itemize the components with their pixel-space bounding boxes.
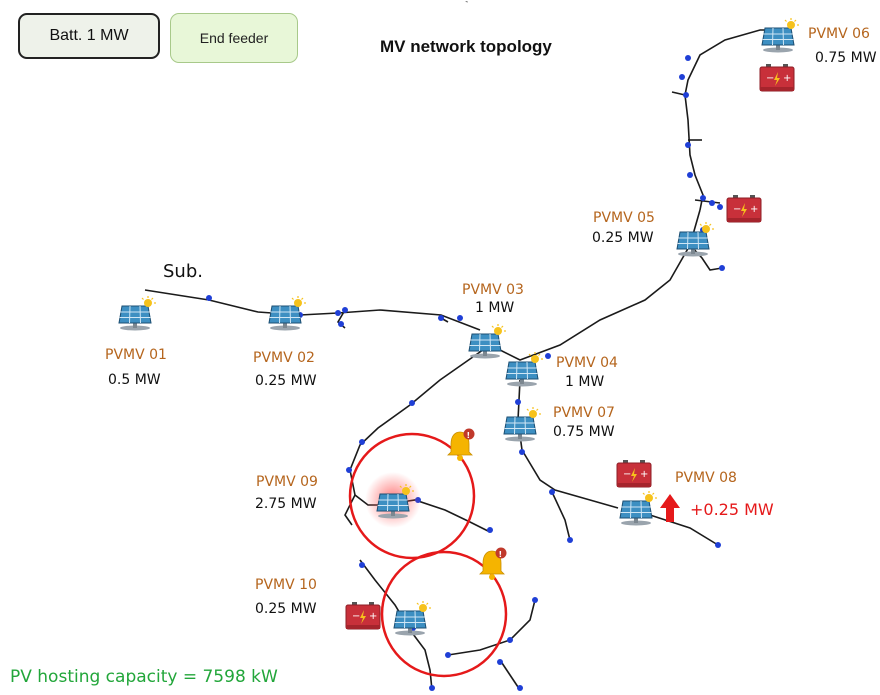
bus-dot: [683, 92, 689, 98]
bus-dot: [359, 562, 365, 568]
battery-icon: [616, 459, 652, 488]
feeder-segment: [489, 209, 701, 361]
bus-dot: [429, 685, 435, 691]
end-feeder-button[interactable]: End feeder: [170, 13, 298, 63]
bus-dot: [532, 597, 538, 603]
bus-dot: [545, 353, 551, 359]
bus-dot: [338, 321, 344, 327]
node-name-pvmv07: PVMV 07: [553, 405, 615, 421]
substation-label: Sub.: [163, 261, 203, 282]
node-capacity-pvmv10: 0.25 MW: [255, 601, 317, 617]
node-capacity-pvmv05: 0.25 MW: [592, 230, 654, 246]
capacity-increase-label: +0.25 MW: [690, 500, 774, 519]
bus-dot: [679, 74, 685, 80]
bus-dot: [346, 467, 352, 473]
battery-toggle-button[interactable]: Batt. 1 MW: [18, 13, 160, 59]
bus-dot: [719, 265, 725, 271]
battery-icon: [345, 601, 381, 630]
bus-dot: [685, 142, 691, 148]
alert-circle-pvmv10: [380, 550, 508, 678]
battery-icon: [759, 63, 795, 92]
solar-panel-icon: [761, 17, 800, 54]
node-name-pvmv05: PVMV 05: [593, 210, 655, 226]
feeder-segment: [344, 494, 356, 526]
feeder-segment: [671, 91, 686, 96]
bell-alert-icon: [447, 428, 475, 462]
node-name-pvmv02: PVMV 02: [253, 350, 315, 366]
node-capacity-pvmv04: 1 MW: [565, 374, 605, 390]
node-name-pvmv04: PVMV 04: [556, 355, 618, 371]
node-capacity-pvmv01: 0.5 MW: [108, 372, 161, 388]
feeder-lines: [144, 29, 768, 691]
bus-dot: [519, 449, 525, 455]
bus-dot: [687, 172, 693, 178]
feeder-segment: [349, 344, 491, 506]
feeder-segment: [694, 199, 721, 204]
alert-badge: !: [467, 431, 471, 440]
alert-circles: [348, 432, 508, 678]
node-name-pvmv09: PVMV 09: [256, 474, 318, 490]
bell-alert-icon: [479, 547, 507, 581]
feeder-segment: [689, 244, 723, 271]
battery-icon: [726, 194, 762, 223]
node-capacity-pvmv02: 0.25 MW: [255, 373, 317, 389]
bus-dot: [515, 399, 521, 405]
node-name-pvmv08: PVMV 08: [675, 470, 737, 486]
bus-dot: [700, 195, 706, 201]
bus-dot: [517, 685, 523, 691]
bus-dot: [438, 315, 444, 321]
bus-dot: [549, 489, 555, 495]
bus-dot: [715, 542, 721, 548]
alert-circle-pvmv09: [348, 432, 476, 560]
feeder-segment: [649, 514, 719, 546]
solar-panel-icon: [505, 351, 544, 388]
feeder-segment: [684, 29, 768, 211]
solar-panel-icon: [619, 490, 658, 527]
feeder-segment: [144, 289, 481, 331]
bus-dot: [342, 307, 348, 313]
node-capacity-pvmv06: 0.75 MW: [815, 50, 877, 66]
bus-dot: [685, 55, 691, 61]
hosting-capacity-label: PV hosting capacity = 7598 kW: [10, 667, 278, 687]
bus-dot: [409, 400, 415, 406]
bus-dot: [335, 310, 341, 316]
node-name-pvmv06: PVMV 06: [808, 26, 870, 42]
bus-dot: [709, 200, 715, 206]
node-capacity-pvmv03: 1 MW: [475, 300, 515, 316]
bus-dot: [445, 652, 451, 658]
bus-dots: [206, 55, 725, 691]
top-mark: ˺: [465, 1, 468, 11]
solar-panel-icon: [503, 406, 542, 443]
diagram-title: MV network topology: [380, 37, 552, 56]
bus-dot: [717, 204, 723, 210]
bus-dot: [497, 659, 503, 665]
feeder-segment: [517, 379, 619, 509]
alert-badge: !: [499, 550, 503, 559]
node-name-pvmv03: PVMV 03: [462, 282, 524, 298]
bus-dot: [507, 637, 513, 643]
solar-panel-icon: [468, 323, 507, 360]
node-capacity-pvmv09: 2.75 MW: [255, 496, 317, 512]
feeder-segment: [551, 491, 571, 541]
node-name-pvmv01: PVMV 01: [105, 347, 167, 363]
feeder-segment: [499, 659, 521, 691]
solar-panel-icon: [118, 295, 157, 332]
node-name-pvmv10: PVMV 10: [255, 577, 317, 593]
feeder-segment: [447, 599, 536, 656]
node-capacity-pvmv07: 0.75 MW: [553, 424, 615, 440]
bus-dot: [567, 537, 573, 543]
bus-dot: [206, 295, 212, 301]
bus-dot: [359, 439, 365, 445]
up-arrow-icon: [660, 494, 680, 522]
bus-dot: [457, 315, 463, 321]
bus-dot: [487, 527, 493, 533]
